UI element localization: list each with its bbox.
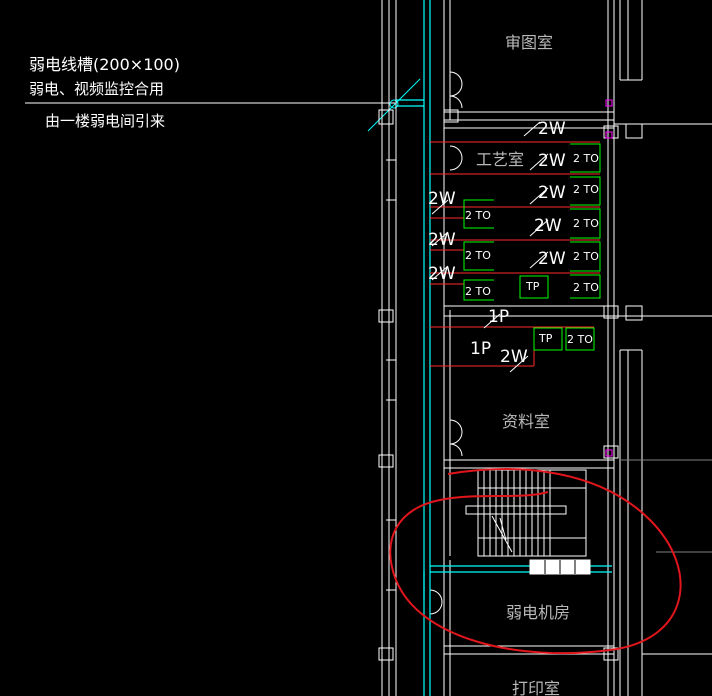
cable-label: 2W — [538, 119, 566, 139]
outlet-label: TP — [525, 280, 540, 293]
marker-points — [605, 99, 613, 457]
cable-label: 1P — [488, 307, 509, 327]
outlet-label: 2 TO — [567, 333, 593, 346]
cable-tray-annotation: 弱电线槽(200×100) 弱电、视频监控合用 由一楼弱电间引来 — [25, 55, 421, 132]
room-server: 弱电机房 — [506, 603, 570, 622]
outlet-label: 2 TO — [573, 250, 599, 263]
door-swings — [429, 71, 463, 615]
outlet-labels: 2 TO 2 TO 2 TO 2 TO 2 TO 2 TO 2 TO 2 TO … — [465, 152, 599, 346]
run-slash-ticks — [431, 121, 549, 373]
cable-label: 1P — [470, 339, 491, 359]
annotation-line-2: 弱电、视频监控合用 — [29, 80, 164, 98]
outlet-label: 2 TO — [465, 209, 491, 222]
room-craft: 工艺室 — [476, 150, 524, 169]
annotation-line-3: 由一楼弱电间引来 — [45, 112, 165, 130]
annotation-arrow-node — [389, 99, 399, 109]
cable-label: 2W — [428, 264, 456, 284]
room-archive: 资料室 — [502, 412, 550, 431]
cable-labels: 2W 2W 2W 2W 2W 2W 2W 2W 2W 1P 1P — [428, 119, 566, 367]
dimension-lines — [620, 459, 712, 553]
cable-label: 2W — [538, 249, 566, 269]
cable-label: 2W — [538, 183, 566, 203]
cable-label: 2W — [538, 151, 566, 171]
outlet-boxes — [463, 143, 601, 351]
cable-label: 2W — [500, 347, 528, 367]
annotation-arrow — [367, 78, 421, 132]
outlet-label: 2 TO — [465, 249, 491, 262]
cable-label: 2W — [428, 189, 456, 209]
room-print: 打印室 — [512, 679, 560, 696]
outlet-label: TP — [538, 332, 553, 345]
equipment-rack-strip — [529, 559, 591, 575]
markup-ellipse — [389, 468, 682, 655]
cable-label: 2W — [534, 216, 562, 236]
room-review: 审图室 — [505, 33, 553, 52]
cable-label: 2W — [428, 230, 456, 250]
outlet-label: 2 TO — [573, 183, 599, 196]
outlet-label: 2 TO — [465, 285, 491, 298]
outlet-label: 2 TO — [573, 217, 599, 230]
outlet-label: 2 TO — [573, 152, 599, 165]
cable-runs — [430, 141, 600, 367]
annotation-line-1: 弱电线槽(200×100) — [29, 55, 180, 74]
outlet-label: 2 TO — [573, 281, 599, 294]
